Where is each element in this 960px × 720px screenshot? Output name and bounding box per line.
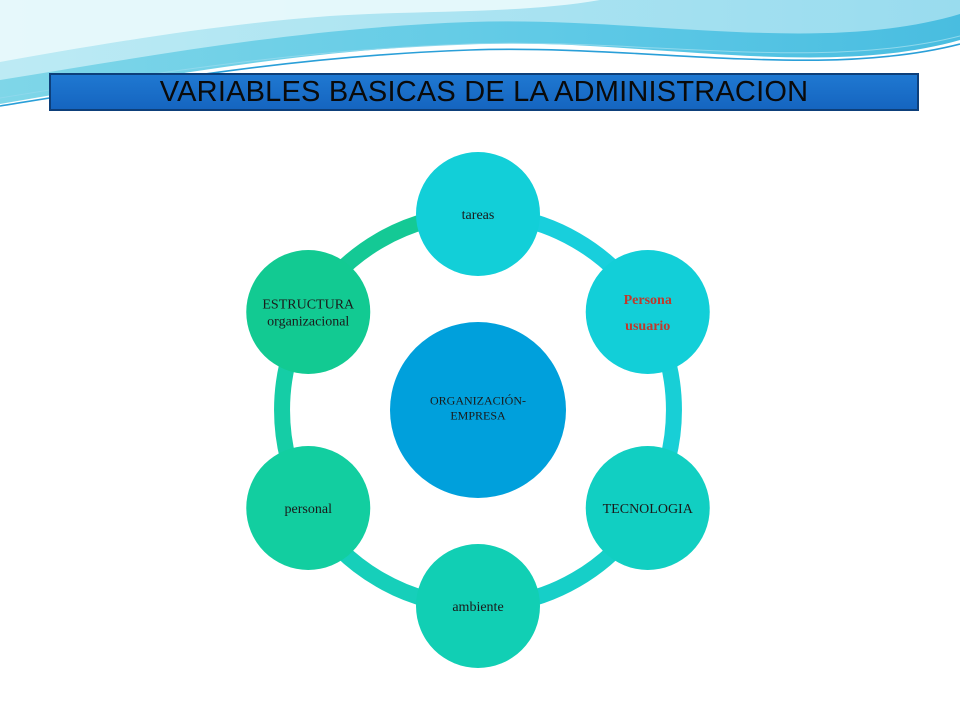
center-label: ORGANIZACIÓN-EMPRESA [430,394,526,423]
node-circle [246,250,371,374]
node-label: ambiente [452,600,503,615]
node-tecnologia: TECNOLOGIA [585,446,710,570]
node-ambiente: ambiente [416,544,540,668]
node-circle [246,446,371,570]
center-circle [390,322,566,498]
center-node: ORGANIZACIÓN-EMPRESA [390,322,566,498]
node-personal: personal [246,446,371,570]
node-label: TECNOLOGIA [603,502,694,517]
node-circle [585,446,710,570]
node-circle [416,152,540,276]
title-bar: VARIABLES BASICAS DE LA ADMINISTRACION [49,73,919,111]
node-label: tareas [462,208,495,223]
node-tareas: tareas [416,152,540,276]
slide-title: VARIABLES BASICAS DE LA ADMINISTRACION [159,75,809,108]
node-circle [585,250,710,374]
node-label: personal [285,502,333,517]
node-circle [416,544,540,668]
